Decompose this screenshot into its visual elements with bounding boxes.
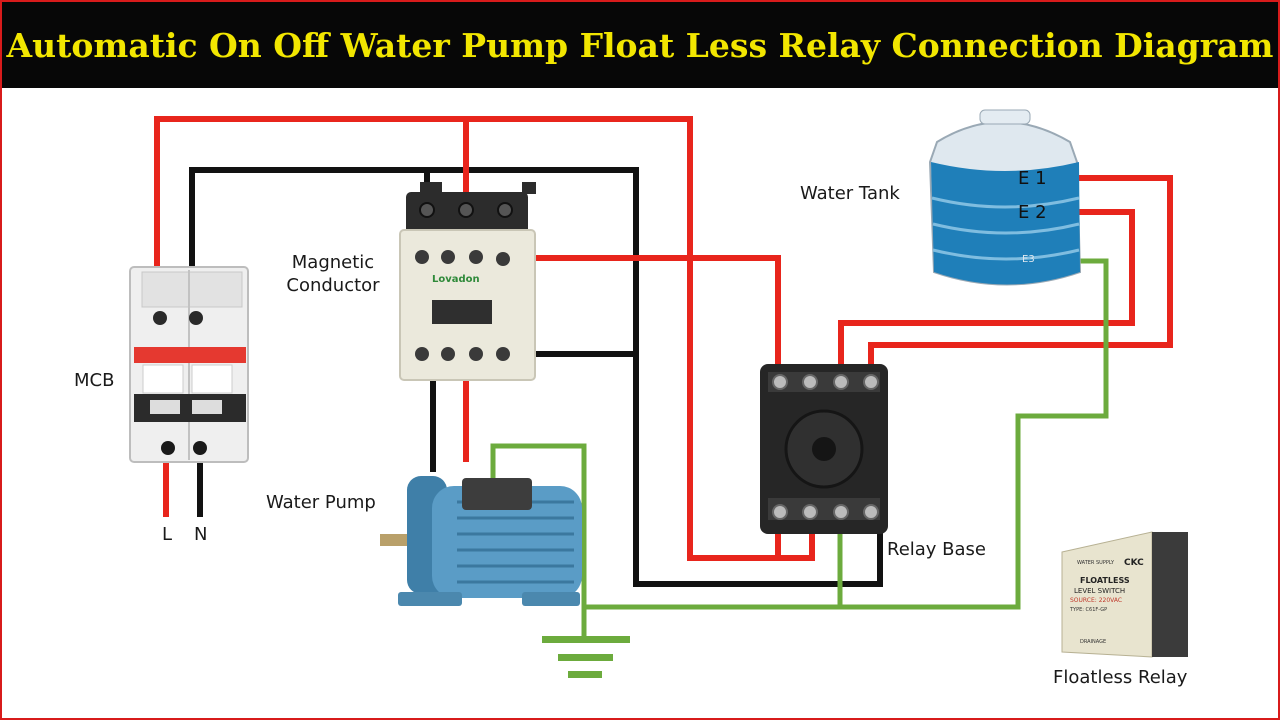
relay-face-name-line2: LEVEL SWITCH: [1074, 587, 1126, 595]
label-neutral: N: [194, 524, 208, 545]
contactor-brand: Lovadon: [432, 274, 480, 285]
magnetic-contactor[interactable]: [399, 182, 536, 381]
label-floatless-relay: Floatless Relay: [1053, 667, 1188, 688]
label-e1: E 1: [1018, 168, 1047, 189]
neutral-wire-mcb-top: [189, 167, 883, 587]
label-contactor-line1: Magnetic: [291, 252, 375, 273]
label-e3: E3: [1022, 254, 1035, 265]
label-line: L: [162, 524, 173, 545]
mcb-breaker[interactable]: [129, 266, 249, 463]
label-e2: E 2: [1018, 202, 1047, 223]
ground-symbol: [542, 636, 630, 678]
relay-face-brand: CKC: [1124, 558, 1144, 568]
label-contactor-line2: Conductor: [286, 275, 380, 296]
title-bar: Automatic On Off Water Pump Float Less R…: [2, 2, 1278, 88]
live-wires: [154, 116, 1173, 561]
page-title: Automatic On Off Water Pump Float Less R…: [6, 25, 1274, 65]
water-tank[interactable]: [928, 109, 1082, 286]
floatless-relay[interactable]: [1061, 531, 1188, 658]
label-relay-base: Relay Base: [887, 539, 987, 560]
live-wire-e1: [868, 175, 1173, 380]
live-wire-a1-relay: [503, 255, 781, 383]
relay-face-source: SOURCE: 220VAC: [1070, 597, 1123, 604]
relay-face-name-line1: FLOATLESS: [1080, 576, 1130, 585]
water-pump-motor[interactable]: [380, 476, 582, 606]
live-wire-e2: [838, 209, 1135, 380]
earth-wire-pump: [490, 443, 840, 610]
relay-face-water-supply: WATER SUPPLY: [1077, 560, 1115, 566]
earth-wires: [490, 258, 1109, 639]
relay-face-drainage: DRAINAGE: [1080, 639, 1107, 645]
label-water-pump: Water Pump: [266, 492, 376, 513]
relay-base[interactable]: [760, 364, 888, 534]
live-wire-mcb-top: [154, 116, 815, 561]
label-mcb: MCB: [74, 370, 115, 391]
label-water-tank: Water Tank: [800, 183, 900, 204]
label-contactor: Magnetic Conductor: [280, 251, 386, 297]
relay-face-type: TYPE: C61F-GP: [1070, 607, 1108, 613]
